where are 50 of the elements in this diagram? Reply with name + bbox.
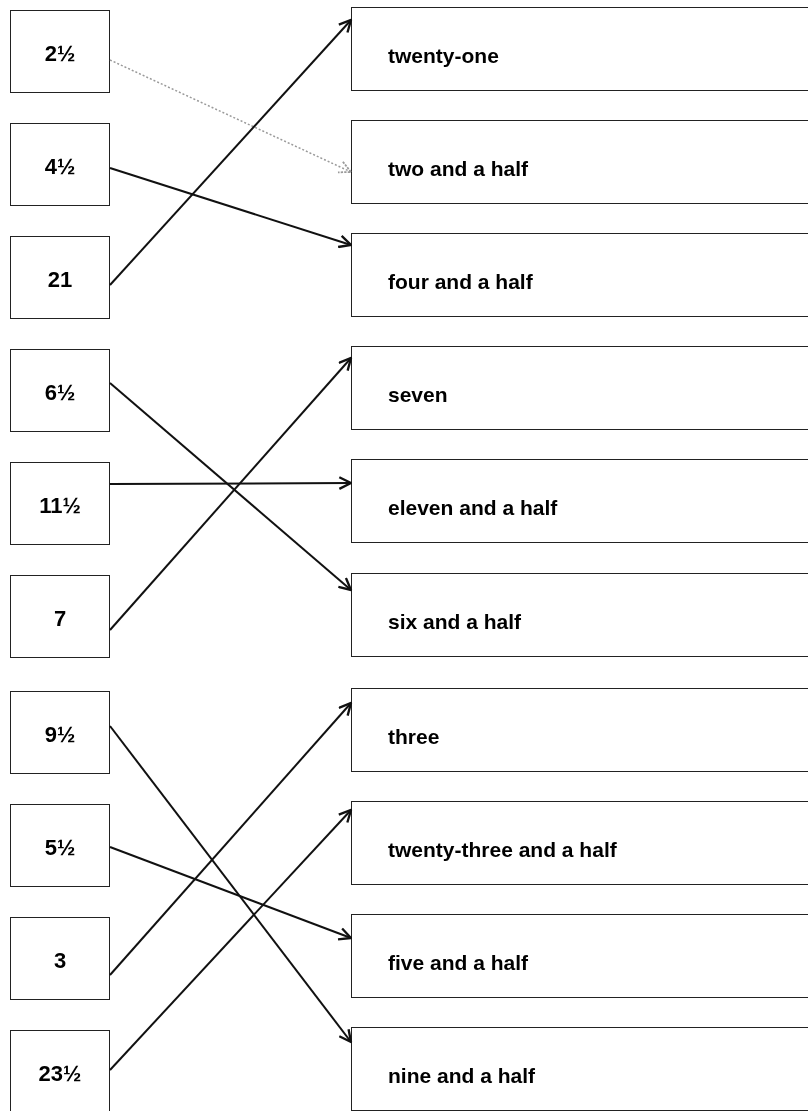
number-box [10,691,110,774]
word-box [351,573,808,657]
number-label: 6½ [44,379,76,406]
arrow [109,167,353,249]
arrow [109,701,353,976]
number-label: 7 [53,605,67,632]
word-box [351,459,808,543]
number-box [10,804,110,887]
number-box [10,462,110,545]
arrow [109,356,353,631]
number-box [10,236,110,319]
arrow [109,59,352,174]
number-words: four and a half [388,270,533,294]
arrow [109,476,353,491]
number-label: 5½ [44,834,76,861]
word-box [351,233,808,317]
number-label: 23½ [38,1060,82,1087]
number-words: twenty-one [388,44,499,68]
number-words: twenty-three and a half [388,838,617,862]
number-label: 11½ [39,492,81,519]
word-box [351,914,808,998]
number-box [10,1030,110,1111]
number-words: eleven and a half [388,496,558,520]
number-words: two and a half [388,157,528,181]
word-box [351,120,808,204]
number-box [10,10,110,93]
number-words: three [388,725,440,749]
number-words: seven [388,383,448,407]
word-box [351,688,808,772]
number-label: 9½ [44,721,76,748]
arrow [109,808,353,1071]
word-box [351,801,808,885]
word-box [351,1027,808,1111]
number-label: 2½ [44,40,76,67]
number-box [10,349,110,432]
number-words: five and a half [388,951,529,975]
word-box [351,7,808,91]
arrow [109,18,353,286]
word-box [351,346,808,430]
number-box [10,917,110,1000]
arrow [109,725,353,1044]
number-label: 4½ [44,153,76,180]
number-box [10,575,110,658]
number-label: 21 [47,266,73,293]
number-box [10,123,110,206]
arrow [109,846,353,941]
number-words: six and a half [388,610,522,634]
number-words: nine and a half [388,1064,536,1088]
arrow [109,382,353,592]
number-label: 3 [53,947,67,974]
